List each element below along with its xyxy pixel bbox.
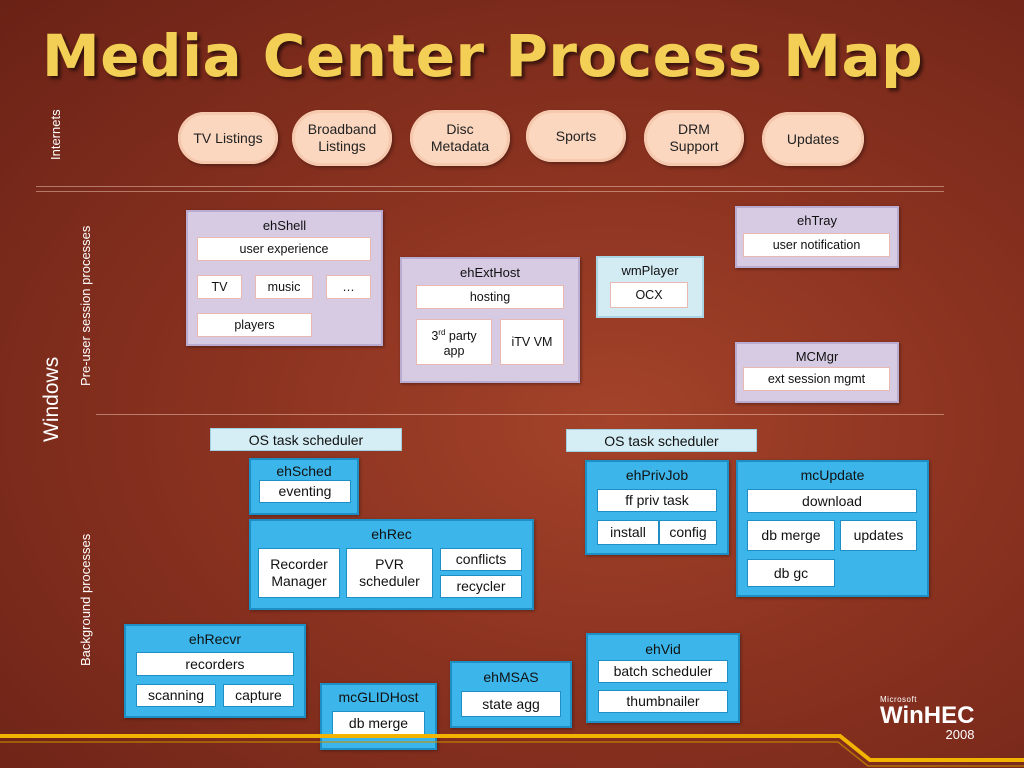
ehshell-title: ehShell — [262, 218, 307, 233]
wmplayer-title: wmPlayer — [621, 263, 679, 278]
divider-internets — [36, 186, 944, 187]
ehrec-title: ehRec — [371, 526, 412, 542]
cloud-broadband-listings: Broadband Listings — [292, 110, 392, 166]
ehprivjob-title: ehPrivJob — [625, 467, 689, 483]
internets-label: Internets — [48, 109, 63, 160]
bottom-stripe — [0, 734, 1024, 767]
winhec-logo: Microsoft WinHEC 2008 — [880, 695, 974, 741]
ehtray-title: ehTray — [797, 213, 837, 228]
state-agg-box: state agg — [461, 691, 561, 717]
ext-session-mgmt-box: ext session mgmt — [743, 367, 890, 391]
wmplayer-box: wmPlayer OCX — [596, 256, 704, 318]
mcupdate-box: mcUpdate download db merge updates db gc — [736, 460, 929, 597]
windows-label: Windows — [40, 356, 63, 442]
third-party-app-label: 3rd party app — [431, 327, 477, 359]
ehsched-title: ehSched — [276, 463, 332, 479]
ehvid-box: ehVid batch scheduler thumbnailer — [586, 633, 740, 723]
ehexthost-box: ehExtHost hosting 3rd party app iTV VM — [400, 257, 580, 383]
cloud-updates: Updates — [762, 112, 864, 166]
pvr-scheduler-label: PVR scheduler — [359, 556, 420, 589]
ehtray-box: ehTray user notification — [735, 206, 899, 268]
cloud-label: Broadband Listings — [307, 121, 377, 154]
ehrecvr-title: ehRecvr — [188, 631, 242, 647]
ehmsas-title: ehMSAS — [483, 669, 539, 685]
ocx-box: OCX — [610, 282, 688, 308]
ehmsas-box: ehMSAS state agg — [450, 661, 572, 728]
pre-user-label: Pre-user session processes — [78, 225, 93, 386]
download-box: download — [747, 489, 917, 513]
logo-year: 2008 — [945, 727, 975, 742]
ehrecvr-box: ehRecvr recorders scanning capture — [124, 624, 306, 718]
recycler-box: recycler — [440, 575, 522, 598]
db-merge-box: db merge — [747, 520, 835, 551]
page-title: Media Center Process Map — [42, 22, 924, 90]
background-label: Background processes — [78, 533, 93, 666]
third-party-app-box: 3rd party app — [416, 319, 492, 365]
ff-priv-task-box: ff priv task — [597, 489, 717, 512]
user-experience-box: user experience — [197, 237, 371, 261]
tv-box: TV — [197, 275, 242, 299]
recorders-box: recorders — [136, 652, 294, 676]
thumbnailer-box: thumbnailer — [598, 690, 728, 713]
os-task-scheduler-right: OS task scheduler — [566, 429, 757, 452]
batch-scheduler-box: batch scheduler — [598, 660, 728, 683]
cloud-label: Sports — [555, 127, 597, 144]
cloud-label: DRM Support — [669, 121, 719, 154]
capture-box: capture — [223, 684, 294, 707]
mcupdate-title: mcUpdate — [800, 467, 865, 483]
config-box: config — [659, 520, 717, 545]
user-notification-box: user notification — [743, 233, 890, 257]
logo-brand: Microsoft — [880, 695, 917, 704]
hosting-box: hosting — [416, 285, 564, 309]
ellipsis-box: … — [326, 275, 371, 299]
db-gc-box: db gc — [747, 559, 835, 587]
cloud-label: Updates — [786, 130, 840, 147]
divider-windows — [96, 414, 944, 415]
cloud-tv-listings: TV Listings — [178, 112, 278, 164]
mcglidhost-box: mcGLIDHost db merge — [320, 683, 437, 750]
conflicts-box: conflicts — [440, 548, 522, 571]
music-box: music — [255, 275, 313, 299]
cloud-sports: Sports — [526, 110, 626, 162]
ehexthost-title: ehExtHost — [460, 265, 520, 280]
recorder-manager-box: Recorder Manager — [258, 548, 340, 598]
install-box: install — [597, 520, 659, 545]
ehprivjob-box: ehPrivJob ff priv task install config — [585, 460, 729, 555]
players-box: players — [197, 313, 312, 337]
ehshell-box: ehShell user experience TV music … playe… — [186, 210, 383, 346]
mcglidhost-title: mcGLIDHost — [338, 689, 419, 705]
logo-name: WinHEC — [880, 702, 975, 729]
pvr-scheduler-box: PVR scheduler — [346, 548, 433, 598]
cloud-label: Disc Metadata — [430, 121, 490, 154]
updates-box: updates — [840, 520, 917, 551]
ehrec-box: ehRec Recorder Manager PVR scheduler con… — [249, 519, 534, 610]
itv-vm-box: iTV VM — [500, 319, 564, 365]
scanning-box: scanning — [136, 684, 216, 707]
mcmgr-box: MCMgr ext session mgmt — [735, 342, 899, 403]
ehsched-box: ehSched eventing — [249, 458, 359, 515]
mcmgr-title: MCMgr — [795, 349, 839, 364]
os-task-scheduler-left: OS task scheduler — [210, 428, 402, 451]
cloud-drm-support: DRM Support — [644, 110, 744, 166]
eventing-box: eventing — [259, 480, 351, 503]
ehvid-title: ehVid — [645, 641, 681, 657]
cloud-label: TV Listings — [193, 129, 263, 146]
cloud-disc-metadata: Disc Metadata — [410, 110, 510, 166]
divider-internets-2 — [36, 191, 944, 192]
